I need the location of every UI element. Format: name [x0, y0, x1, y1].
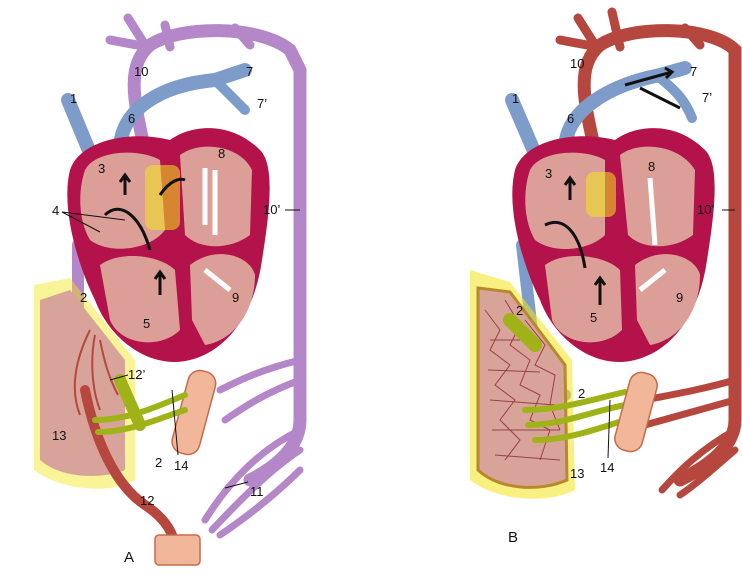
pulmonary-branches-a [210, 75, 250, 115]
liver-mesh-b [484, 299, 561, 461]
label-a-8: 8 [218, 146, 225, 161]
flow-arrow-a-1 [118, 172, 132, 195]
label-a-7: 7 [246, 64, 253, 79]
head-branches-b [555, 7, 705, 52]
liver-vessels-a [73, 329, 119, 416]
flow-arrow-a-7 [203, 268, 232, 292]
right-atrium-a [80, 152, 165, 249]
placenta-a [154, 534, 201, 566]
label-a-14: 14 [174, 458, 188, 473]
label-a-12p: 12’ [128, 367, 145, 382]
left-atrium-b [620, 146, 695, 247]
label-b-1: 1 [512, 91, 519, 106]
label-b-7: 7 [690, 64, 697, 79]
label-b-10p: 10’ [697, 202, 714, 217]
label-b-2b: 2 [578, 386, 585, 401]
label-b-13: 13 [570, 466, 584, 481]
label-b-8: 8 [648, 159, 655, 174]
label-b-9: 9 [676, 290, 683, 305]
pulmonary-artery-a [113, 63, 252, 157]
left-ventricle-b [635, 254, 700, 345]
panel-a: 1 2 2 3 4 5 6 7 7’ 8 9 10 10’ 11 12 12’ … [34, 13, 307, 566]
label-b-7p: 7’ [702, 90, 712, 105]
panel-label-b: B [508, 529, 518, 546]
head-branches-a [105, 13, 255, 52]
label-a-2b: 2 [155, 455, 162, 470]
foramen-ovale-highlight-a [145, 165, 180, 230]
aortic-arch-a [127, 24, 307, 487]
label-b-10: 10 [570, 56, 584, 71]
intestine-b [614, 371, 658, 453]
label-b-3: 3 [545, 166, 552, 181]
label-a-4: 4 [52, 203, 59, 218]
foramen-ovale-highlight-b [586, 172, 616, 217]
label-a-11: 11 [250, 484, 264, 499]
label-b-5: 5 [590, 310, 597, 325]
descending-branches-a [201, 356, 304, 539]
ductus-venosus-a [114, 374, 146, 431]
portal-ducts-a [92, 392, 188, 435]
label-b-14: 14 [600, 460, 614, 475]
label-a-2a: 2 [80, 290, 87, 305]
label-a-10: 10 [134, 64, 148, 79]
left-ventricle-a [190, 254, 255, 345]
label-a-5: 5 [143, 316, 150, 331]
label-a-7p: 7’ [257, 96, 267, 111]
portal-ducts-b [522, 389, 628, 443]
label-b-6: 6 [567, 111, 574, 126]
umbilical-vein-a [80, 385, 177, 540]
flow-arrow-b-5 [638, 268, 667, 292]
label-a-3: 3 [98, 161, 105, 176]
flow-arrow-b-2 [544, 221, 587, 269]
flow-arrow-b-3 [593, 275, 607, 305]
label-a-1: 1 [70, 91, 77, 106]
label-a-12: 12 [140, 493, 154, 508]
label-a-9: 9 [232, 290, 239, 305]
flow-arrow-b-4 [647, 177, 658, 246]
flow-arrow-a-4 [153, 269, 167, 295]
pulmonary-branches-b [655, 73, 697, 123]
flow-arrow-b-1 [563, 175, 577, 200]
label-b-2a: 2 [516, 303, 523, 318]
label-a-6: 6 [128, 111, 135, 126]
pulmonary-arrows-b [624, 66, 681, 110]
flow-arrow-a-3 [158, 177, 186, 196]
panel-label-a: A [124, 549, 134, 566]
label-a-10p: 10’ [263, 202, 280, 217]
label-a-13: 13 [52, 428, 66, 443]
ductus-venosus-b [503, 313, 542, 352]
descending-branches-b [641, 376, 739, 499]
right-ventricle-b [545, 255, 622, 343]
panel-b: 1 2 2 3 5 6 7 7’ 8 9 10 10’ 13 14 B [470, 7, 742, 546]
flow-arrow-a-2 [103, 207, 152, 251]
